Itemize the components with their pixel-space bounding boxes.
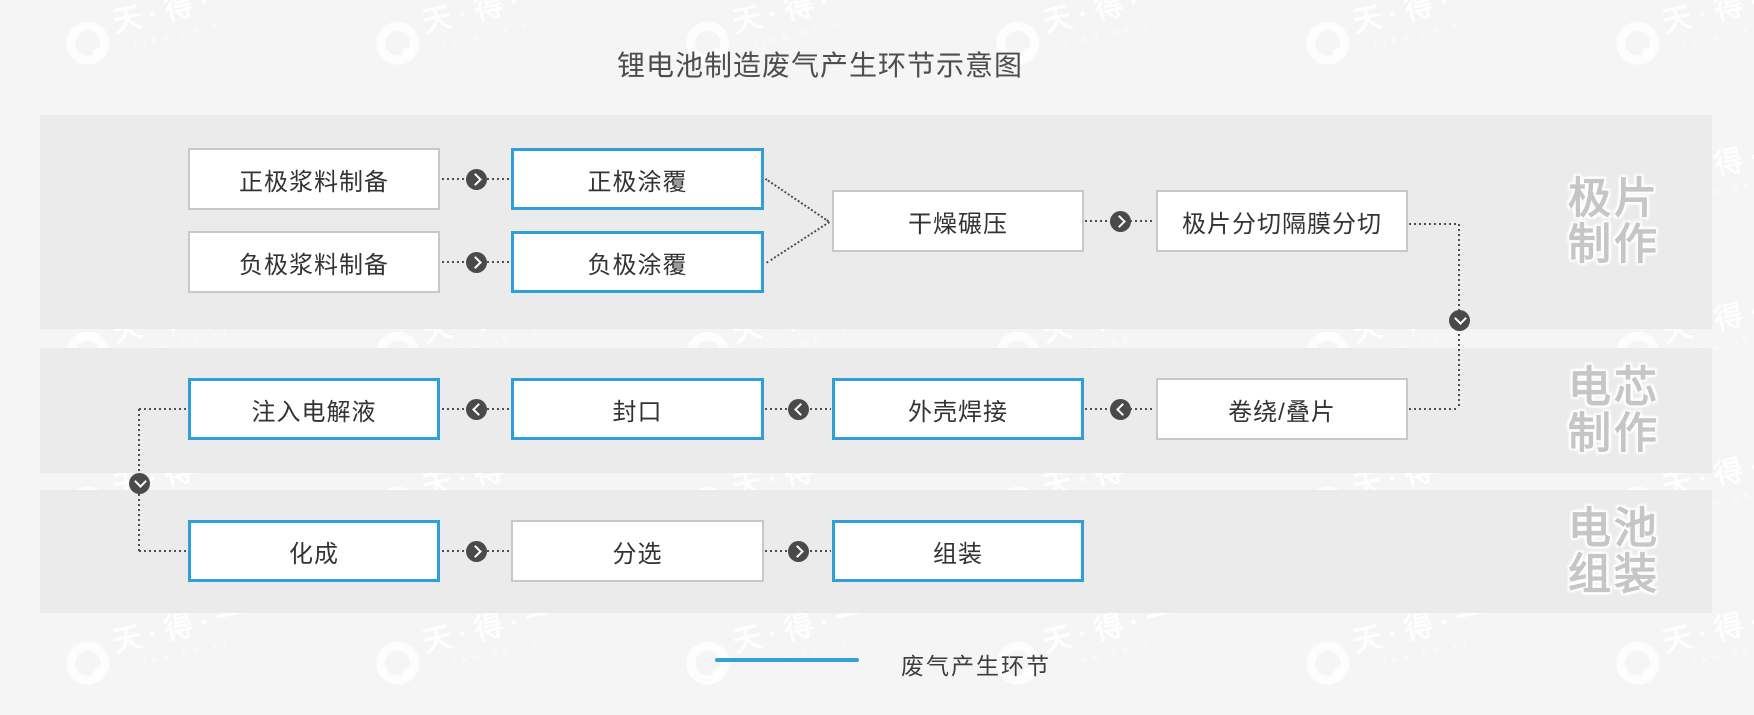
arrow-down-icon bbox=[128, 472, 150, 494]
process-node-anode-coating: 负极涂覆 bbox=[511, 231, 764, 293]
process-node-winding-stacking: 卷绕/叠片 bbox=[1156, 378, 1408, 440]
arrow-left-icon bbox=[787, 398, 809, 420]
cloud-logo-icon bbox=[1611, 637, 1664, 689]
page-title: 锂电池制造废气产生环节示意图 bbox=[616, 50, 1023, 81]
section-label-line: 制作 bbox=[1568, 409, 1660, 458]
cloud-logo-icon bbox=[681, 637, 734, 689]
section-label-line: 制作 bbox=[1568, 221, 1660, 269]
process-node-anode-slurry-prep: 负极浆料制备 bbox=[188, 231, 440, 293]
process-node-case-welding: 外壳焊接 bbox=[832, 378, 1084, 440]
legend-label: 废气产生环节 bbox=[901, 653, 1051, 679]
section-label-line: 组装 bbox=[1568, 550, 1660, 599]
section-label-line: 电芯 bbox=[1568, 363, 1660, 412]
process-node-sealing: 封口 bbox=[511, 378, 764, 440]
process-node-drying-rolling: 干燥碾压 bbox=[832, 190, 1084, 252]
arrow-right-icon bbox=[465, 540, 487, 562]
cloud-logo-icon bbox=[61, 637, 114, 689]
arrow-right-icon bbox=[1109, 210, 1131, 232]
process-node-formation: 化成 bbox=[188, 520, 440, 582]
cloud-logo-icon bbox=[371, 637, 424, 689]
section-label-line: 电池 bbox=[1568, 504, 1660, 553]
process-node-sheet-separator-slitting: 极片分切隔膜分切 bbox=[1156, 190, 1408, 252]
section-band-cell-fabrication: 电芯 制作 bbox=[40, 348, 1712, 473]
arrow-right-icon bbox=[465, 168, 487, 190]
arrow-right-icon bbox=[787, 540, 809, 562]
section-label-cell-fabrication: 电芯 制作 bbox=[1568, 365, 1660, 457]
process-node-cathode-coating: 正极涂覆 bbox=[511, 148, 764, 210]
section-label-battery-assembly: 电池 组装 bbox=[1568, 506, 1660, 598]
arrow-left-icon bbox=[465, 398, 487, 420]
arrow-right-icon bbox=[465, 251, 487, 273]
process-node-sorting: 分选 bbox=[511, 520, 764, 582]
flow-connector bbox=[1409, 408, 1459, 410]
arrow-left-icon bbox=[1109, 398, 1131, 420]
flow-connector bbox=[139, 550, 187, 552]
cloud-logo-icon bbox=[1301, 637, 1354, 689]
process-node-electrolyte-injection: 注入电解液 bbox=[188, 378, 440, 440]
process-node-assembly: 组装 bbox=[832, 520, 1084, 582]
process-node-cathode-slurry-prep: 正极浆料制备 bbox=[188, 148, 440, 210]
arrow-down-icon bbox=[1448, 309, 1470, 331]
flow-connector bbox=[1409, 223, 1459, 225]
section-label-electrode-fabrication: 极片 制作 bbox=[1568, 176, 1660, 268]
section-label-line: 极片 bbox=[1568, 175, 1660, 223]
flow-connector bbox=[139, 408, 187, 410]
legend-waste-gas-line bbox=[715, 658, 859, 662]
